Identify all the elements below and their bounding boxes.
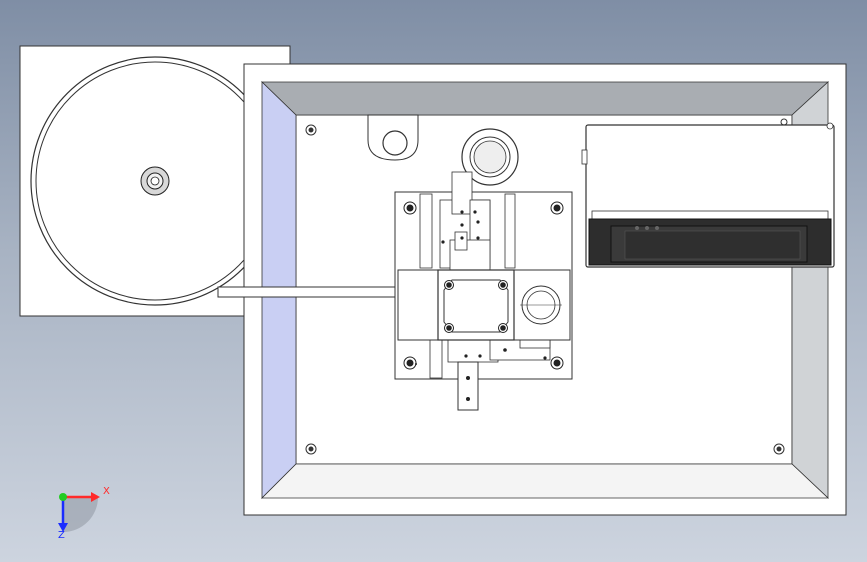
bottom-tab[interactable]	[457, 361, 479, 411]
feed-rail[interactable]	[217, 286, 399, 298]
tray-wall-bottom	[261, 463, 830, 499]
bracket-hole	[382, 130, 408, 156]
motor-face	[443, 279, 509, 333]
triad-y-axis-dot	[59, 493, 67, 501]
triad-x-label: X	[103, 486, 110, 497]
triad-z-label: Z	[58, 530, 65, 541]
mount-holes	[305, 118, 788, 455]
tray-wall-top	[261, 81, 830, 116]
motor-bolts	[444, 280, 508, 333]
controller-top-lip	[591, 210, 829, 220]
plate-bolts	[403, 201, 564, 370]
triad-x-arrow-icon	[91, 492, 100, 502]
round-boss-core	[473, 140, 507, 174]
reel-hub-core	[150, 176, 160, 186]
feeder-mechanism[interactable]	[367, 114, 573, 411]
orientation-triad	[58, 492, 100, 532]
controller-box[interactable]	[581, 122, 835, 268]
triad-shadow	[63, 497, 98, 532]
triad-z-arrow-icon	[58, 523, 68, 532]
